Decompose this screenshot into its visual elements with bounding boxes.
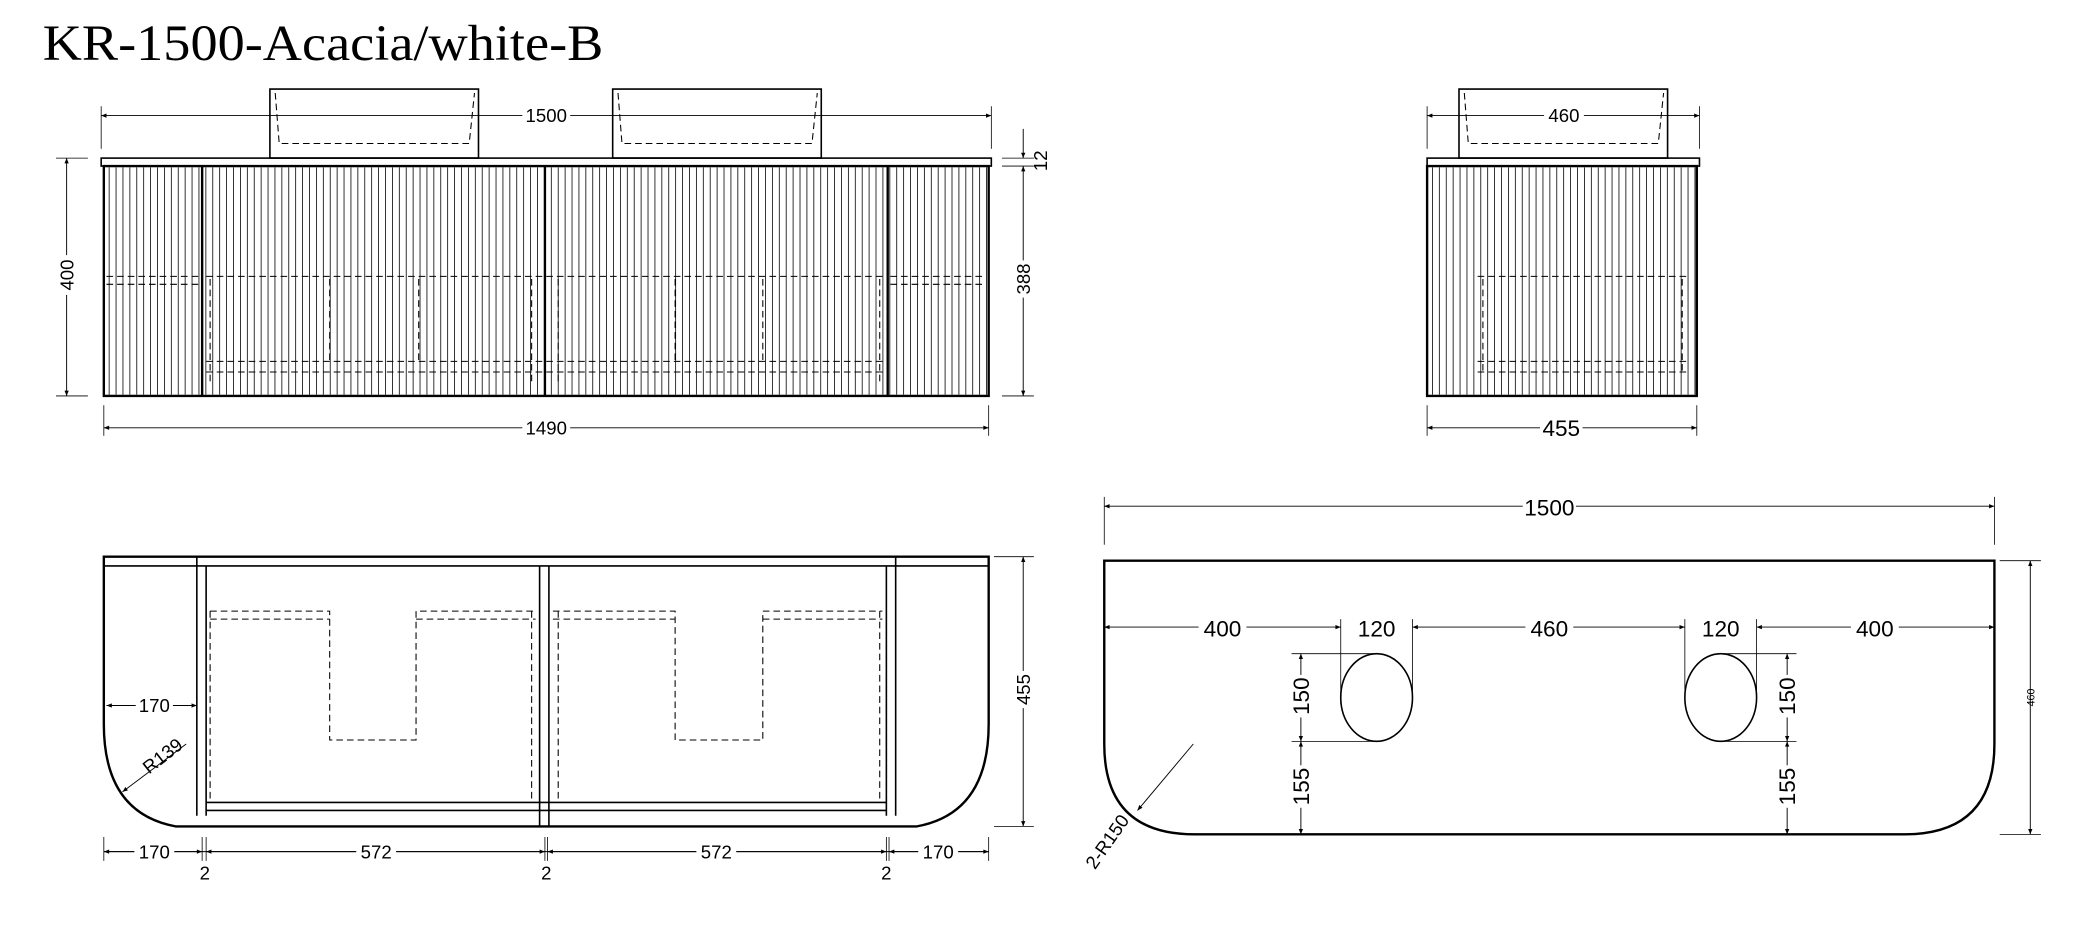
dim-bottom-6: 170 xyxy=(923,841,954,862)
dim-ct-4: 400 xyxy=(1856,616,1894,641)
countertop-view: 1500 400 120 460 120 400 150 155 150 155… xyxy=(1081,494,2041,873)
dim-top-thickness: 12 xyxy=(1030,150,1051,171)
dim-ct-1: 120 xyxy=(1358,616,1396,641)
tap-hole-left xyxy=(1339,652,1414,743)
dim-bottom-1: 2 xyxy=(200,863,210,884)
dim-corner-radius: 2-R150 xyxy=(1081,811,1133,873)
dim-bottom-2: 572 xyxy=(361,841,392,862)
side-view: 460 455 xyxy=(1425,88,1701,441)
dim-side-top-depth: 460 xyxy=(1548,105,1579,126)
dim-body-height: 388 xyxy=(1013,263,1034,294)
dim-bottom-0: 170 xyxy=(139,841,170,862)
drawing-title: KR-1500-Acacia/white-B xyxy=(43,15,604,71)
dim-hole-height-left: 150 xyxy=(1289,677,1314,715)
dim-hole-offset-left: 155 xyxy=(1289,768,1314,806)
dim-body-width: 1490 xyxy=(526,417,567,438)
dim-bottom-4: 572 xyxy=(701,841,732,862)
cabinet-body xyxy=(102,164,990,398)
basin-left xyxy=(269,88,480,159)
dim-hole-height-right: 150 xyxy=(1775,677,1800,715)
dim-hole-offset-right: 155 xyxy=(1775,768,1800,806)
dim-ct-3: 120 xyxy=(1702,616,1740,641)
dim-bottom-5: 2 xyxy=(881,863,891,884)
dim-plan-side-offset: 170 xyxy=(139,695,170,716)
dim-overall-width: 1500 xyxy=(526,105,567,126)
tap-hole-right xyxy=(1684,652,1758,743)
dim-ct-0: 400 xyxy=(1204,616,1242,641)
dim-bottom-3: 2 xyxy=(541,863,551,884)
dim-total-height: 400 xyxy=(56,260,77,291)
basin-right xyxy=(611,88,823,159)
front-view: 1500 1490 400 388 12 xyxy=(55,88,1051,438)
dim-plan-depth: 455 xyxy=(1013,674,1034,705)
dim-countertop-width: 1500 xyxy=(1524,495,1574,520)
dim-countertop-depth: 460 xyxy=(2025,689,2037,707)
dim-ct-2: 460 xyxy=(1531,616,1569,641)
dim-plan-radius: R139 xyxy=(139,734,187,778)
dim-side-body-depth: 455 xyxy=(1542,416,1580,441)
plan-view: 170 R139 455 170 2 572 2 572 2 170 xyxy=(102,555,1034,884)
